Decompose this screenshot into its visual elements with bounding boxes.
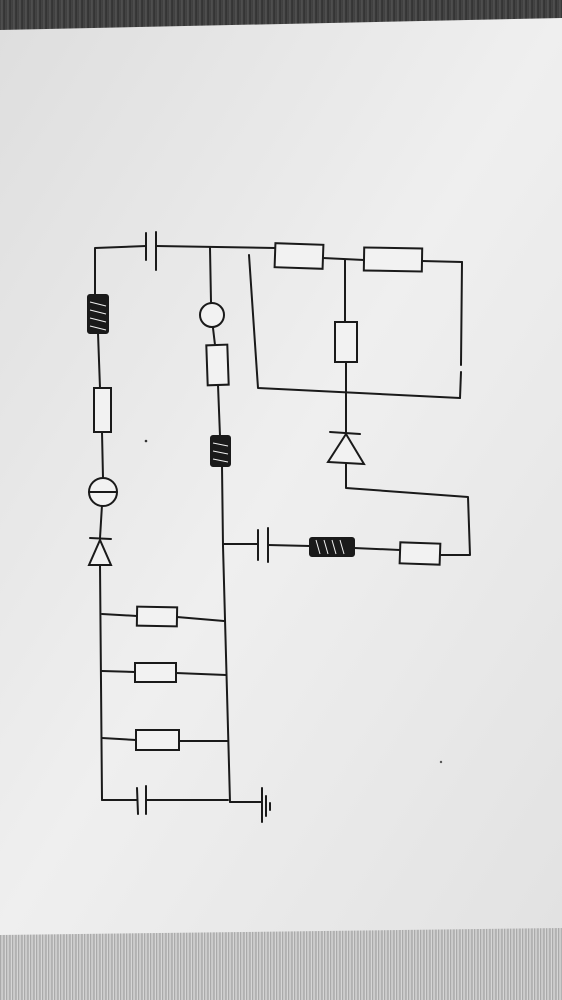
lamp-mid xyxy=(199,302,225,328)
source-left xyxy=(88,477,118,507)
mid-horizontal-wires xyxy=(223,543,401,551)
inductor-mid xyxy=(210,435,231,467)
ground xyxy=(261,787,271,823)
inductor-left xyxy=(87,294,109,334)
res-right-vertical xyxy=(334,321,358,363)
cap-bottom xyxy=(136,785,147,815)
pencil-dot xyxy=(439,760,443,764)
middle-wires xyxy=(209,247,263,803)
inductor-horizontal xyxy=(309,537,355,557)
res-ladder-1 xyxy=(135,605,179,628)
top-wires xyxy=(94,245,471,556)
res-ladder-3 xyxy=(135,729,180,751)
res-mid xyxy=(205,343,230,387)
diode-left xyxy=(87,537,113,566)
res-top-2 xyxy=(362,246,424,273)
diode-right xyxy=(326,431,366,466)
cap-mid xyxy=(257,527,269,563)
ladder-wires xyxy=(101,613,229,742)
left-wires xyxy=(97,332,229,801)
pencil-dot xyxy=(144,439,148,443)
res-ladder-2 xyxy=(134,662,177,683)
paper-surface xyxy=(0,18,562,935)
cap-top xyxy=(145,231,157,271)
res-top-1 xyxy=(273,242,325,270)
res-left xyxy=(93,387,112,433)
res-lower-right xyxy=(398,541,442,566)
